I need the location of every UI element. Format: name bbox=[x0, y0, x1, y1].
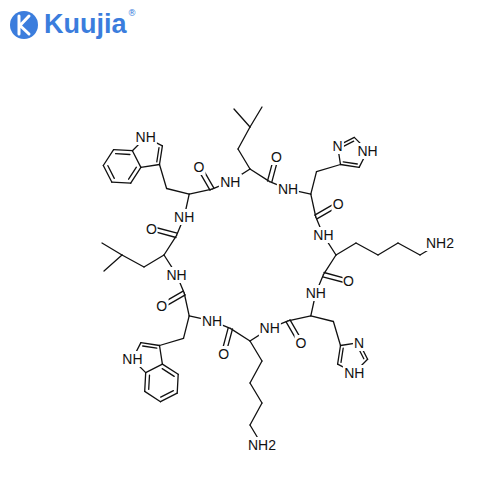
bond bbox=[167, 189, 190, 195]
bond bbox=[145, 373, 146, 392]
carbonyl-o-label: O bbox=[217, 346, 230, 362]
bond bbox=[103, 166, 112, 183]
bond bbox=[141, 343, 160, 346]
bond bbox=[398, 243, 420, 255]
carbonyl-o-label: O bbox=[270, 149, 283, 165]
bond bbox=[378, 243, 398, 255]
bond bbox=[341, 165, 360, 168]
bond bbox=[250, 383, 262, 403]
bond bbox=[323, 255, 336, 275]
bond bbox=[160, 338, 184, 345]
bond bbox=[341, 348, 343, 362]
bond bbox=[288, 316, 311, 321]
bond bbox=[160, 346, 163, 365]
bond bbox=[141, 165, 160, 168]
bond bbox=[333, 322, 340, 346]
imidazole-n-label: N bbox=[353, 335, 365, 351]
bond bbox=[184, 316, 190, 339]
amide-nh-label: NH bbox=[305, 285, 327, 301]
carbonyl-o-label: O bbox=[193, 159, 206, 175]
bond bbox=[311, 194, 316, 217]
bond bbox=[129, 167, 137, 179]
bond bbox=[104, 255, 122, 271]
bond bbox=[162, 369, 174, 377]
bond bbox=[143, 346, 157, 348]
bonds bbox=[102, 107, 440, 445]
bond bbox=[238, 127, 250, 149]
bond bbox=[160, 165, 167, 189]
bond bbox=[114, 150, 133, 151]
amine-label: NH2 bbox=[247, 437, 277, 453]
bond bbox=[234, 109, 250, 127]
bond bbox=[230, 328, 250, 341]
bond bbox=[311, 172, 317, 195]
amide-nh-label: NH bbox=[201, 313, 223, 329]
amide-nh-label: NH bbox=[173, 209, 195, 225]
indole-nh-label: NH bbox=[121, 351, 143, 367]
bond bbox=[162, 364, 178, 374]
bond bbox=[250, 107, 262, 127]
bond bbox=[102, 243, 122, 255]
bond bbox=[164, 235, 177, 255]
amide-nh-label: NH bbox=[165, 267, 187, 283]
brand-watermark: Kuujia bbox=[44, 11, 127, 38]
bond bbox=[108, 166, 114, 179]
bond bbox=[184, 293, 189, 316]
carbonyl-o-label: O bbox=[332, 196, 345, 212]
bond bbox=[103, 150, 113, 166]
bond bbox=[336, 243, 356, 255]
amide-nh-label: NH bbox=[312, 227, 334, 243]
bond bbox=[250, 341, 262, 361]
amide-nh-label: NH bbox=[277, 181, 299, 197]
bond bbox=[177, 374, 178, 393]
bond bbox=[132, 151, 141, 168]
bond bbox=[250, 361, 262, 383]
registered-mark: ® bbox=[128, 9, 137, 18]
imidazole-nh-label: NH bbox=[356, 143, 378, 159]
bond bbox=[189, 189, 212, 194]
imidazole-nh-label: NH bbox=[343, 365, 365, 381]
logo-icon bbox=[10, 11, 38, 39]
amide-nh-label: NH bbox=[259, 320, 281, 336]
bond bbox=[161, 391, 174, 397]
imidazole-n-label: N bbox=[332, 138, 344, 154]
bond bbox=[238, 149, 250, 169]
bond bbox=[250, 403, 262, 425]
bond bbox=[250, 169, 270, 182]
carbonyl-o-label: O bbox=[145, 221, 158, 237]
bond bbox=[112, 182, 131, 183]
bond bbox=[338, 346, 341, 365]
bond bbox=[356, 243, 378, 255]
carbonyl-o-label: O bbox=[342, 273, 355, 289]
bond bbox=[144, 255, 164, 267]
amide-nh-label: NH bbox=[219, 174, 241, 190]
carbonyl-o-label: O bbox=[155, 298, 168, 314]
bond bbox=[161, 393, 178, 402]
bond bbox=[146, 364, 163, 373]
bond bbox=[311, 316, 334, 322]
bond bbox=[145, 391, 161, 401]
indole-nh-label: NH bbox=[135, 129, 157, 145]
bond bbox=[160, 146, 163, 165]
bond bbox=[148, 375, 150, 389]
bond bbox=[116, 153, 130, 155]
bond bbox=[343, 162, 357, 164]
bond bbox=[122, 255, 144, 267]
bond bbox=[131, 167, 141, 183]
bond bbox=[317, 165, 341, 172]
carbonyl-o-label: O bbox=[295, 335, 308, 351]
amine-label: NH2 bbox=[425, 235, 455, 251]
bond bbox=[157, 148, 159, 162]
